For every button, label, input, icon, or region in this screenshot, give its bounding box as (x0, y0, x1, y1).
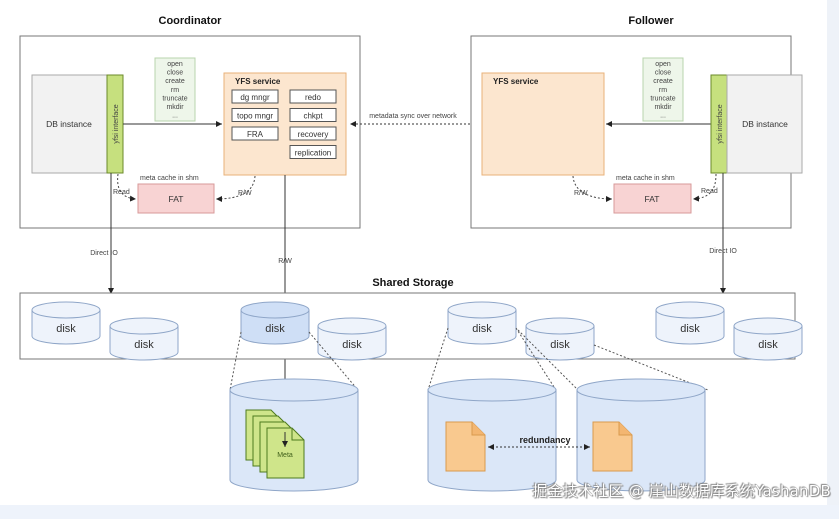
coordinator-read-label: Read (113, 189, 130, 196)
op-item: ... (660, 113, 666, 120)
op-item: rm (171, 87, 179, 94)
bottom-edge-strip (0, 505, 839, 519)
disk-label: disk (342, 339, 362, 351)
disk-label: disk (758, 339, 778, 351)
coordinator-rw-arrow (215, 175, 256, 202)
coordinator-db-instance-label: DB instance (46, 119, 92, 129)
coordinator-fat-label: FAT (169, 194, 184, 204)
meta-label: Meta (277, 452, 293, 459)
disk-label: disk (472, 323, 492, 335)
redundancy-label: redundancy (519, 435, 570, 445)
follower-yfsi-interface-label: yfsi interface (717, 104, 724, 143)
follower-db-instance (726, 74, 803, 174)
disk-label: disk (56, 323, 76, 335)
service-module: replication (289, 145, 337, 159)
coordinator-yfs-service (223, 72, 347, 176)
replica-file-left (445, 421, 486, 472)
coordinator-fat (137, 183, 215, 214)
disk: disk (317, 317, 387, 361)
op-item: open (655, 61, 671, 68)
follower-fat-label: FAT (645, 194, 660, 204)
op-item: create (165, 78, 185, 85)
coordinator-yfs-service-title: YFS service (235, 77, 281, 86)
coordinator-rw-label: R/W (238, 190, 252, 197)
disk: disk (733, 317, 803, 361)
follower-cache-label: meta cache in shm (616, 175, 675, 182)
meta-file-stack (245, 409, 305, 479)
follower-db-instance-label: DB instance (742, 119, 788, 129)
op-item: mkdir (654, 104, 672, 111)
coordinator-cache-label: meta cache in shm (140, 175, 199, 182)
service-module: FRA (231, 126, 279, 141)
disk: disk (525, 317, 595, 361)
service-module: redo (289, 89, 337, 104)
disk-label: disk (550, 339, 570, 351)
follower-read-label: Read (701, 188, 718, 195)
op-item: ... (172, 113, 178, 120)
service-module: dg mngr (231, 89, 279, 104)
op-item: truncate (650, 95, 675, 102)
storage-rw-label: R/W (278, 258, 292, 265)
disk-group: disk disk disk disk disk disk disk disk (31, 301, 803, 361)
follower-rw-label: R/W (574, 190, 588, 197)
follower-direct-io-label: Direct IO (709, 248, 737, 255)
watermark: 掘金技术社区 @ 崖山数据库系统YashanDB (532, 482, 831, 500)
disk: disk (240, 301, 310, 345)
right-edge-strip (827, 0, 839, 519)
follower-ops-list (642, 57, 684, 122)
coordinator-ops-list (154, 57, 196, 122)
zoom-lines (229, 327, 709, 391)
op-item: create (653, 78, 673, 85)
metadata-sync-label: metadata sync over network (369, 113, 457, 120)
disk-label: disk (134, 339, 154, 351)
follower-yfs-service-title: YFS service (493, 77, 539, 86)
follower-title: Follower (628, 15, 674, 27)
op-item: truncate (162, 95, 187, 102)
coordinator-title: Coordinator (159, 15, 223, 27)
follower-fat (613, 183, 692, 214)
service-module-label: FRA (247, 130, 264, 139)
replica-file-right (592, 421, 633, 472)
coordinator-read-arrow (117, 173, 137, 202)
disk-label: disk (680, 323, 700, 335)
coordinator-direct-io-label: Direct IO (90, 250, 118, 257)
op-item: mkdir (166, 104, 184, 111)
service-module-label: dg mngr (240, 93, 270, 102)
service-module-label: redo (305, 93, 322, 102)
op-item: open (167, 61, 183, 68)
follower-rw-arrow (572, 175, 613, 202)
service-module-label: recovery (298, 130, 329, 139)
service-module-label: chkpt (303, 112, 323, 121)
disk: disk (31, 301, 101, 345)
op-item: close (655, 70, 671, 77)
op-item: close (167, 70, 183, 77)
service-module: topo mngr (231, 108, 279, 122)
service-module: chkpt (289, 108, 337, 122)
coordinator-yfsi-interface-label: yfsi interface (113, 104, 120, 143)
shared-storage-title: Shared Storage (372, 277, 453, 289)
disk: disk (447, 301, 517, 345)
service-module: recovery (289, 126, 337, 141)
disk: disk (109, 317, 179, 361)
service-module-label: replication (295, 149, 331, 158)
disk-label: disk (265, 323, 285, 335)
service-module-label: topo mngr (237, 112, 273, 121)
op-item: rm (659, 87, 667, 94)
follower-yfs-service (481, 72, 605, 176)
disk: disk (655, 301, 725, 345)
